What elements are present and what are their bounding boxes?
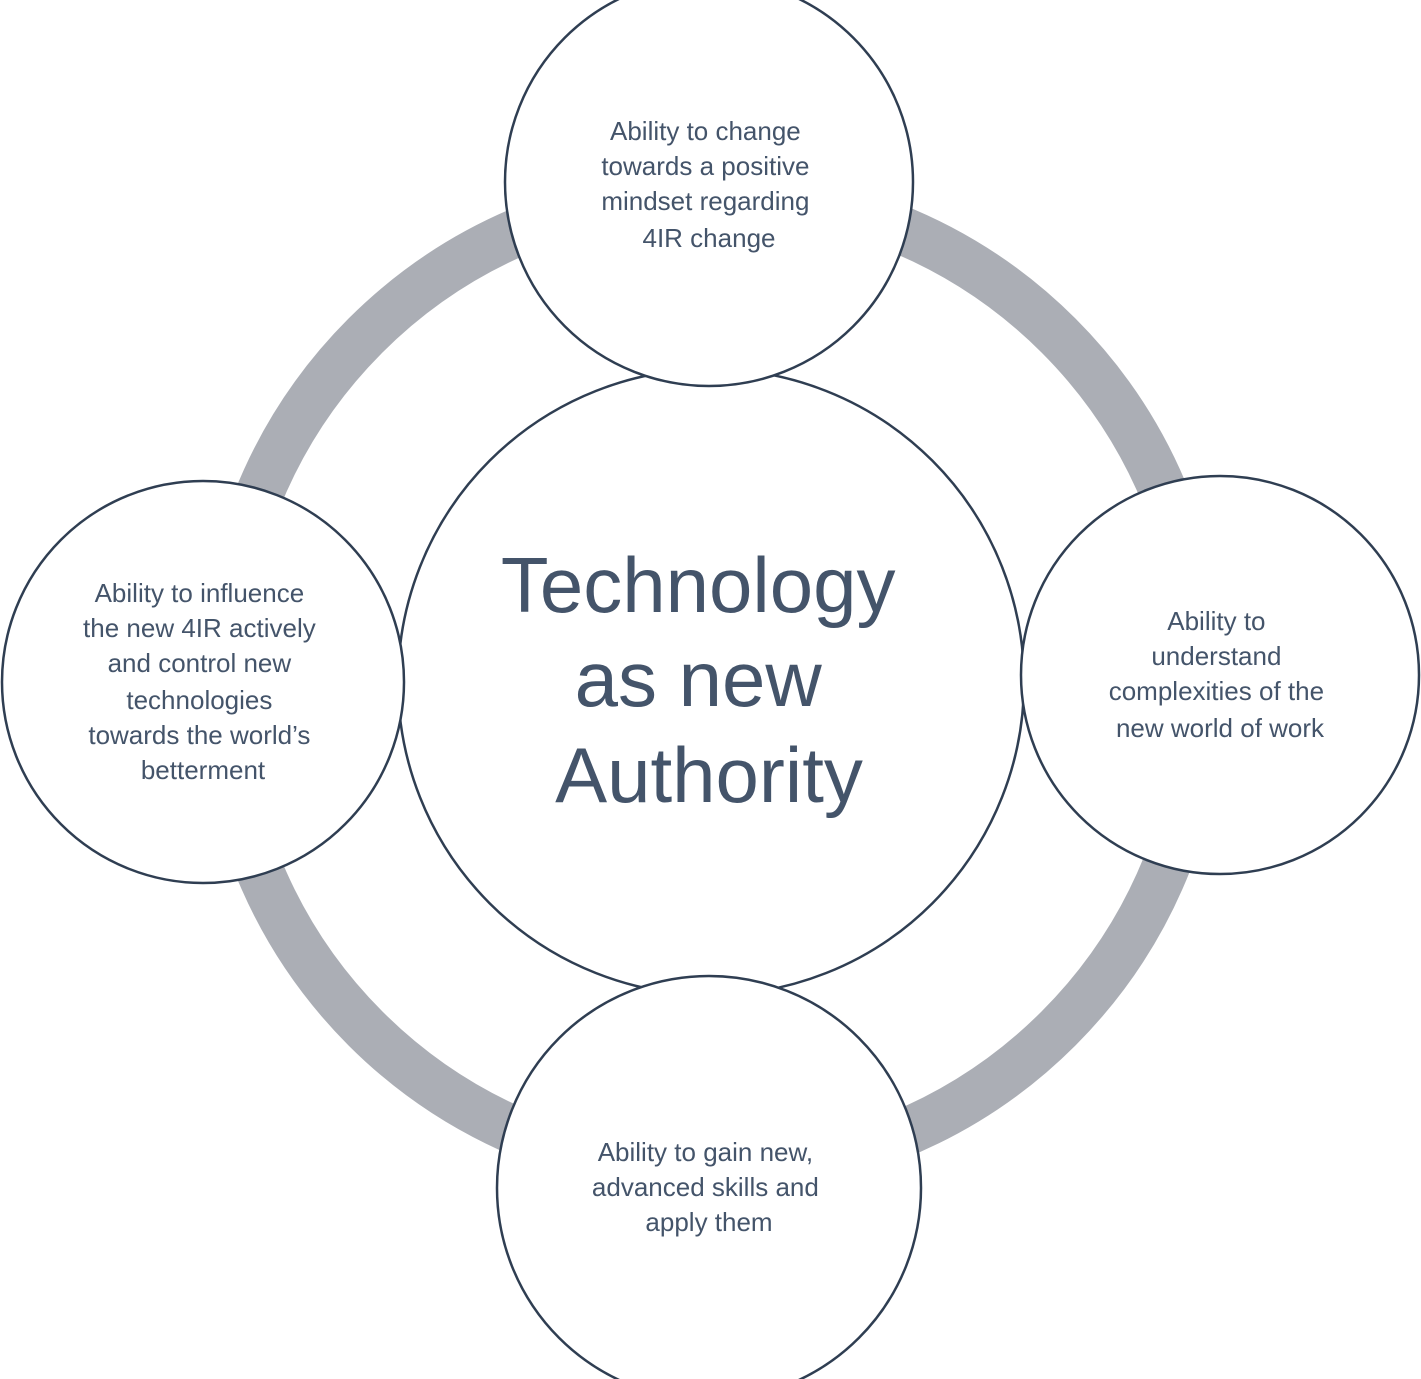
left-node: Ability to influence the new 4IR activel… — [0, 479, 406, 885]
left-label-line: and control new — [108, 648, 292, 678]
center-label: Technology as new Authority — [501, 541, 917, 819]
center-label-line: as new — [575, 635, 823, 723]
top-label: Ability to change towards a positive min… — [601, 116, 816, 253]
right-label-line: Ability to — [1167, 606, 1265, 636]
bottom-label-line: advanced skills and — [592, 1172, 819, 1202]
left-label-line: technologies — [126, 685, 272, 715]
bottom-label-line: Ability to gain new, — [598, 1137, 813, 1167]
right-label-line: new world of work — [1116, 713, 1325, 743]
center-label-line: Technology — [501, 541, 896, 629]
left-label-line: towards the world’s — [88, 720, 310, 750]
bottom-label-line: apply them — [645, 1207, 772, 1237]
right-label-line: complexities of the — [1109, 676, 1324, 706]
bottom-node: Ability to gain new, advanced skills and… — [495, 974, 923, 1379]
right-label: Ability to understand complexities of th… — [1109, 606, 1332, 743]
center-node: Technology as new Authority — [396, 367, 1026, 997]
top-label-line: Ability to change — [610, 116, 801, 146]
right-circle — [1019, 474, 1421, 876]
left-label-line: Ability to influence — [95, 578, 305, 608]
left-label-line: betterment — [141, 755, 266, 785]
top-label-line: 4IR change — [643, 223, 776, 253]
center-label-line: Authority — [555, 731, 863, 819]
top-label-line: towards a positive — [601, 151, 809, 181]
top-node: Ability to change towards a positive min… — [503, 0, 915, 388]
right-node: Ability to understand complexities of th… — [1019, 474, 1421, 876]
left-circle — [0, 479, 406, 885]
bottom-label: Ability to gain new, advanced skills and… — [592, 1137, 826, 1237]
right-label-line: understand — [1151, 641, 1281, 671]
top-circle — [503, 0, 915, 388]
left-label: Ability to influence the new 4IR activel… — [83, 578, 323, 785]
bottom-circle — [495, 974, 923, 1379]
top-label-line: mindset regarding — [601, 186, 809, 216]
left-label-line: the new 4IR actively — [83, 613, 316, 643]
